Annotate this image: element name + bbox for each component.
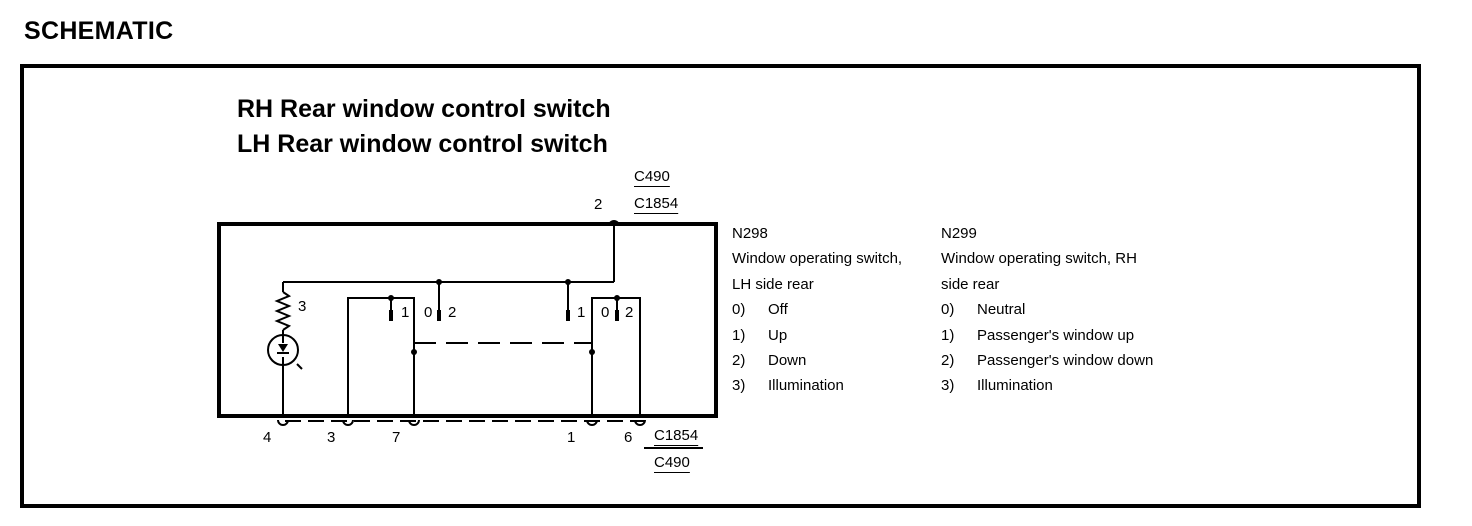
illumination-pin-label: 3 xyxy=(298,298,307,315)
legend-item: 2)Down xyxy=(732,352,807,370)
legend-item: 1)Up xyxy=(732,326,788,344)
legend-n299: N299 Window operating switch, RH side re… xyxy=(941,221,1153,399)
top-pin-tab xyxy=(608,220,620,227)
legend-item: 3)Illumination xyxy=(732,377,844,395)
connector-c490-bottom: C490 xyxy=(654,454,690,471)
illumination-resistor xyxy=(274,291,292,331)
diagram-title-rh: RH Rear window control switch xyxy=(237,95,611,123)
legend-description: Window operating switch, RH xyxy=(941,250,1137,268)
bottom-pin-6: 6 xyxy=(624,429,633,446)
legend-item: 2)Passenger's window down xyxy=(941,352,1154,370)
diagram-title-lh: LH Rear window control switch xyxy=(237,130,608,158)
legend-description: Window operating switch, xyxy=(732,250,903,268)
connector-c1854-top: C1854 xyxy=(634,195,679,212)
switch-housing xyxy=(217,222,718,418)
schematic-frame xyxy=(20,64,1421,508)
bottom-pin-4: 4 xyxy=(263,429,272,446)
bottom-pin-7: 7 xyxy=(392,429,401,446)
bottom-pin-1: 1 xyxy=(567,429,576,446)
legend-description: side rear xyxy=(941,275,1000,293)
legend-description: LH side rear xyxy=(732,275,814,293)
right-switch-pos-0: 0 xyxy=(601,304,610,321)
top-pin-number: 2 xyxy=(594,196,603,213)
legend-item: 3)Illumination xyxy=(941,377,1053,395)
left-switch-pos-2: 2 xyxy=(448,304,457,321)
legend-item: 1)Passenger's window up xyxy=(941,326,1135,344)
left-switch-pos-1: 1 xyxy=(401,304,410,321)
page-heading: SCHEMATIC xyxy=(24,17,174,45)
right-switch-pos-2: 2 xyxy=(625,304,634,321)
connector-c490-top: C490 xyxy=(634,168,670,185)
right-switch-pos-1: 1 xyxy=(577,304,586,321)
left-switch-pos-0: 0 xyxy=(424,304,433,321)
legend-item: 0)Neutral xyxy=(941,301,1026,319)
bottom-pin-3: 3 xyxy=(327,429,336,446)
legend-item: 0)Off xyxy=(732,301,788,319)
connector-c1854-bottom: C1854 xyxy=(654,427,699,444)
legend-code: N298 xyxy=(732,225,768,242)
legend-n298: N298 Window operating switch, LH side re… xyxy=(732,221,902,399)
legend-code: N299 xyxy=(941,225,977,242)
